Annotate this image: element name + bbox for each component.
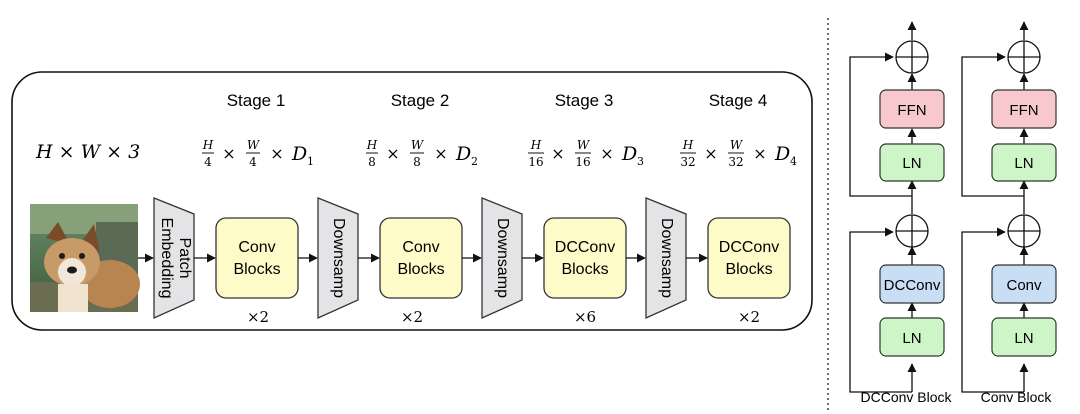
svg-text:Blocks: Blocks xyxy=(725,261,772,278)
patch-embedding-label-line1: Patch xyxy=(176,238,193,279)
downsample-block-2: Downsamp xyxy=(317,197,359,320)
dcconv-block-ln-bottom xyxy=(879,317,945,357)
svg-text:D: D xyxy=(455,143,471,165)
dcconv-block-mixer xyxy=(879,264,945,304)
stage-3-resolution: H 16 × W 16 × D 3 xyxy=(528,138,644,169)
stage-3-repeat: ×6 xyxy=(574,308,596,326)
svg-text:32: 32 xyxy=(728,155,743,169)
conv-block-diagram: FFN LN Conv LN Conv Block xyxy=(961,21,1057,405)
svg-text:W: W xyxy=(411,138,425,152)
conv-block-mixer xyxy=(991,264,1057,304)
svg-text:H: H xyxy=(366,138,378,152)
svg-text:D: D xyxy=(621,143,637,165)
svg-text:LN: LN xyxy=(902,155,921,172)
svg-text:×: × xyxy=(222,144,235,163)
patch-embedding-block: Patch Embedding xyxy=(153,197,195,320)
dcconv-block-caption: DCConv Block xyxy=(860,389,952,405)
svg-text:H: H xyxy=(530,138,542,152)
svg-text:8: 8 xyxy=(413,155,421,169)
svg-text:8: 8 xyxy=(368,155,376,169)
svg-text:D: D xyxy=(291,143,307,165)
svg-text:4: 4 xyxy=(204,155,212,169)
svg-text:×: × xyxy=(753,144,766,163)
svg-text:16: 16 xyxy=(528,155,543,169)
svg-text:FFN: FFN xyxy=(1009,102,1038,119)
stage-2-title: Stage 2 xyxy=(391,91,450,110)
svg-text:16: 16 xyxy=(575,155,590,169)
svg-text:W: W xyxy=(577,138,591,152)
svg-text:LN: LN xyxy=(1014,330,1033,347)
stage-1-block: Conv Blocks xyxy=(215,217,299,299)
svg-text:3: 3 xyxy=(637,155,644,168)
stage-1-title: Stage 1 xyxy=(227,91,286,110)
stage-4-title: Stage 4 xyxy=(709,91,768,110)
svg-text:Conv: Conv xyxy=(238,239,275,256)
svg-text:×: × xyxy=(270,144,283,163)
svg-text:×: × xyxy=(386,144,399,163)
input-image-dog xyxy=(30,204,140,312)
svg-text:DCConv: DCConv xyxy=(884,277,941,294)
stage-1-resolution: H 4 × W 4 × D 1 xyxy=(202,138,314,169)
svg-text:×: × xyxy=(434,144,447,163)
svg-text:Downsamp: Downsamp xyxy=(658,218,675,298)
svg-text:H: H xyxy=(682,138,694,152)
dcconv-block-ffn xyxy=(879,89,945,129)
svg-text:D: D xyxy=(774,143,790,165)
downsample-block-3: Downsamp xyxy=(481,197,523,320)
svg-text:Blocks: Blocks xyxy=(397,261,444,278)
conv-block-ffn xyxy=(991,89,1057,129)
stage-2-repeat: ×2 xyxy=(401,308,423,326)
svg-text:DCConv: DCConv xyxy=(555,239,615,256)
svg-text:Downsamp: Downsamp xyxy=(330,218,347,298)
stage-2-resolution: H 8 × W 8 × D 2 xyxy=(366,138,478,169)
conv-block-ln-top xyxy=(991,143,1057,182)
svg-text:32: 32 xyxy=(680,155,695,169)
patch-embedding-label-line2: Embedding xyxy=(158,218,175,299)
downsample-block-4: Downsamp xyxy=(645,197,687,320)
dcconv-block-ln-top xyxy=(879,143,945,182)
stage-3-title: Stage 3 xyxy=(555,91,614,110)
svg-text:Blocks: Blocks xyxy=(233,261,280,278)
svg-text:Conv: Conv xyxy=(1006,277,1042,294)
svg-text:DCConv: DCConv xyxy=(719,239,779,256)
stage-2-block: Conv Blocks xyxy=(379,217,463,299)
svg-text:4: 4 xyxy=(790,155,797,168)
svg-text:×: × xyxy=(551,144,564,163)
stage-4-repeat: ×2 xyxy=(738,308,760,326)
svg-text:Blocks: Blocks xyxy=(561,261,608,278)
conv-block-caption: Conv Block xyxy=(981,389,1053,405)
stage-1-repeat: ×2 xyxy=(247,308,269,326)
dcconv-block-diagram: FFN LN DCConv LN DCConv Block xyxy=(849,21,953,405)
conv-block-ln-bottom xyxy=(991,317,1057,357)
stage-4-resolution: H 32 × W 32 × D 4 xyxy=(680,138,797,169)
svg-text:Downsamp: Downsamp xyxy=(494,218,511,298)
svg-text:1: 1 xyxy=(307,155,314,168)
svg-text:4: 4 xyxy=(249,155,257,169)
svg-text:LN: LN xyxy=(902,330,921,347)
pipeline-frame xyxy=(11,71,813,331)
svg-text:W: W xyxy=(730,138,744,152)
input-dims: H × W × 3 xyxy=(35,141,140,163)
svg-text:×: × xyxy=(704,144,717,163)
stage-3-block: DCConv Blocks xyxy=(543,217,627,299)
svg-text:Conv: Conv xyxy=(402,239,439,256)
svg-text:FFN: FFN xyxy=(897,102,926,119)
svg-text:W: W xyxy=(247,138,261,152)
svg-text:LN: LN xyxy=(1014,155,1033,172)
stage-4-block: DCConv Blocks xyxy=(707,217,791,299)
svg-text:H: H xyxy=(202,138,214,152)
svg-text:×: × xyxy=(600,144,613,163)
svg-text:2: 2 xyxy=(471,155,478,168)
